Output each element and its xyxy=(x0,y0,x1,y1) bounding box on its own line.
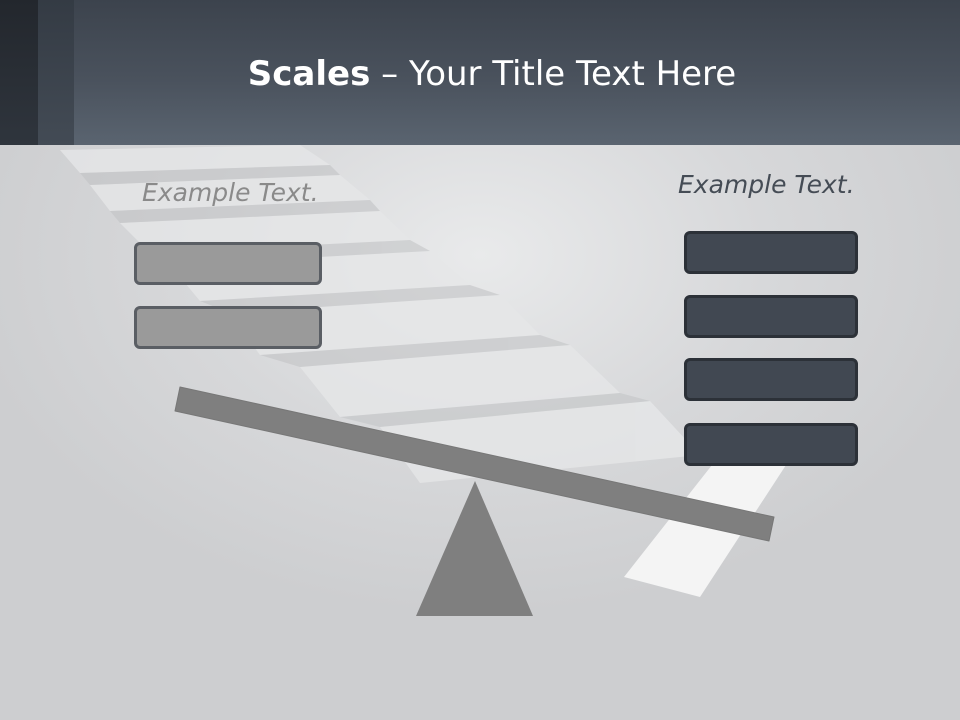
slide-header: Scales – Your Title Text Here xyxy=(0,0,960,145)
scale-beam xyxy=(174,386,775,542)
scale-fulcrum xyxy=(416,481,533,616)
left-example-text: Example Text. xyxy=(142,178,319,207)
title-bold: Scales xyxy=(247,54,371,94)
header-accent-stripe xyxy=(0,0,38,145)
left-text-box-2[interactable] xyxy=(134,306,322,349)
right-text-box-2[interactable] xyxy=(684,295,858,338)
title-rest: – Your Title Text Here xyxy=(370,54,737,94)
staircase-background-image xyxy=(60,145,786,597)
right-text-box-4[interactable] xyxy=(684,423,858,466)
slide-title: Scales – Your Title Text Here xyxy=(0,52,960,96)
light-beam xyxy=(624,465,786,597)
left-text-box-1[interactable] xyxy=(134,242,322,285)
right-text-box-1[interactable] xyxy=(684,231,858,274)
header-accent-stripe-secondary xyxy=(38,0,74,145)
right-text-box-3[interactable] xyxy=(684,358,858,401)
right-example-text: Example Text. xyxy=(678,170,855,199)
